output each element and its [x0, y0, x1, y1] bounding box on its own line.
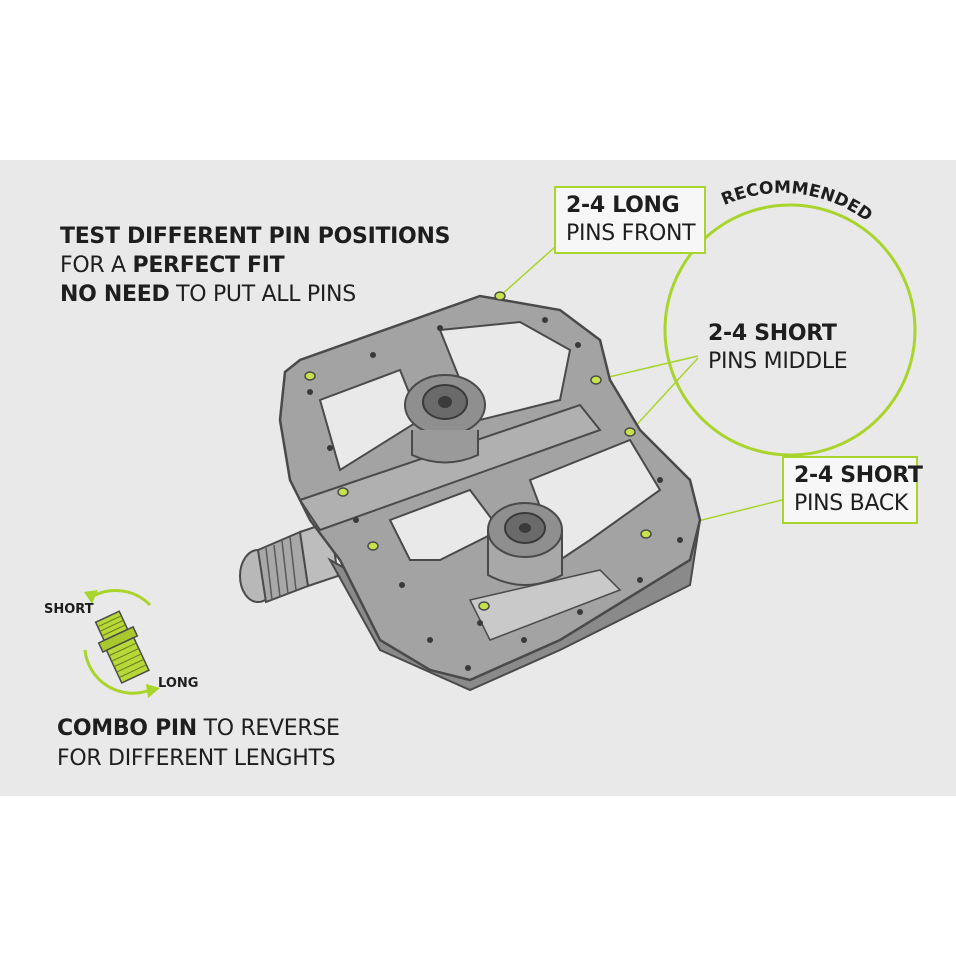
- combo-line-1: COMBO PIN TO REVERSE: [57, 714, 340, 744]
- callout-front-line-1: 2-4 LONG: [566, 193, 680, 218]
- pedal-body: [239, 291, 702, 692]
- axle-housing-bottom: [487, 502, 563, 586]
- combo-pin-icon: [94, 610, 150, 684]
- combo-line-1-bold: COMBO PIN: [57, 716, 197, 741]
- combo-line-1-rest: TO REVERSE: [196, 716, 340, 741]
- leader-middle-2: [629, 357, 699, 433]
- pin-middle-2: [624, 427, 636, 437]
- heading-line-3: NO NEED TO PUT ALL PINS: [60, 280, 450, 309]
- callout-back-line-2: PINS BACK: [794, 491, 909, 516]
- callout-middle-line-1: 2-4 SHORT: [708, 321, 837, 346]
- pin-middle-3: [337, 487, 349, 497]
- pin-back-1: [640, 529, 652, 539]
- intro-heading: TEST DIFFERENT PIN POSITIONS FOR A PERFE…: [60, 222, 450, 309]
- pin-back-3: [478, 601, 490, 611]
- pin-front-2: [304, 371, 316, 381]
- recommended-circle: [663, 203, 917, 457]
- heading-line-1: TEST DIFFERENT PIN POSITIONS: [60, 224, 451, 249]
- heading-line-2-bold: PERFECT FIT: [132, 253, 285, 278]
- reverse-arrow-bottom: [83, 649, 151, 695]
- combo-short-label: SHORT: [44, 602, 94, 617]
- pin-middle-1: [590, 375, 602, 385]
- reverse-arrow-top: [89, 589, 152, 607]
- combo-line-2: FOR DIFFERENT LENGHTS: [57, 746, 336, 771]
- recommended-label: RECOMMENDED: [719, 178, 876, 226]
- pin-front-1: [494, 291, 506, 301]
- heading-line-2-pre: FOR A: [60, 253, 133, 278]
- combo-long-label: LONG: [158, 676, 199, 691]
- callout-short-pins-back: 2-4 SHORT PINS BACK: [782, 456, 923, 524]
- leader-middle-1: [595, 355, 699, 381]
- callout-front-line-2: PINS FRONT: [566, 221, 696, 246]
- combo-pin-graphic: [83, 589, 160, 698]
- combo-pin-caption: COMBO PIN TO REVERSE FOR DIFFERENT LENGH…: [57, 714, 340, 774]
- callout-middle-line-2: PINS MIDDLE: [708, 349, 848, 374]
- heading-line-3-bold: NO NEED: [60, 282, 170, 307]
- callout-long-pins-front: 2-4 LONG PINS FRONT: [554, 186, 706, 254]
- pedal-holes: [307, 317, 683, 671]
- pedal-spindle: [239, 520, 340, 604]
- heading-line-3-rest: TO PUT ALL PINS: [169, 282, 356, 307]
- pin-back-2: [367, 541, 379, 551]
- callout-back-line-1: 2-4 SHORT: [794, 463, 923, 488]
- heading-line-2: FOR A PERFECT FIT: [60, 251, 450, 280]
- leader-front: [499, 246, 556, 297]
- callout-short-pins-middle: 2-4 SHORT PINS MIDDLE: [698, 316, 856, 380]
- axle-housing-top: [404, 374, 486, 464]
- pedal-pins: [304, 291, 652, 611]
